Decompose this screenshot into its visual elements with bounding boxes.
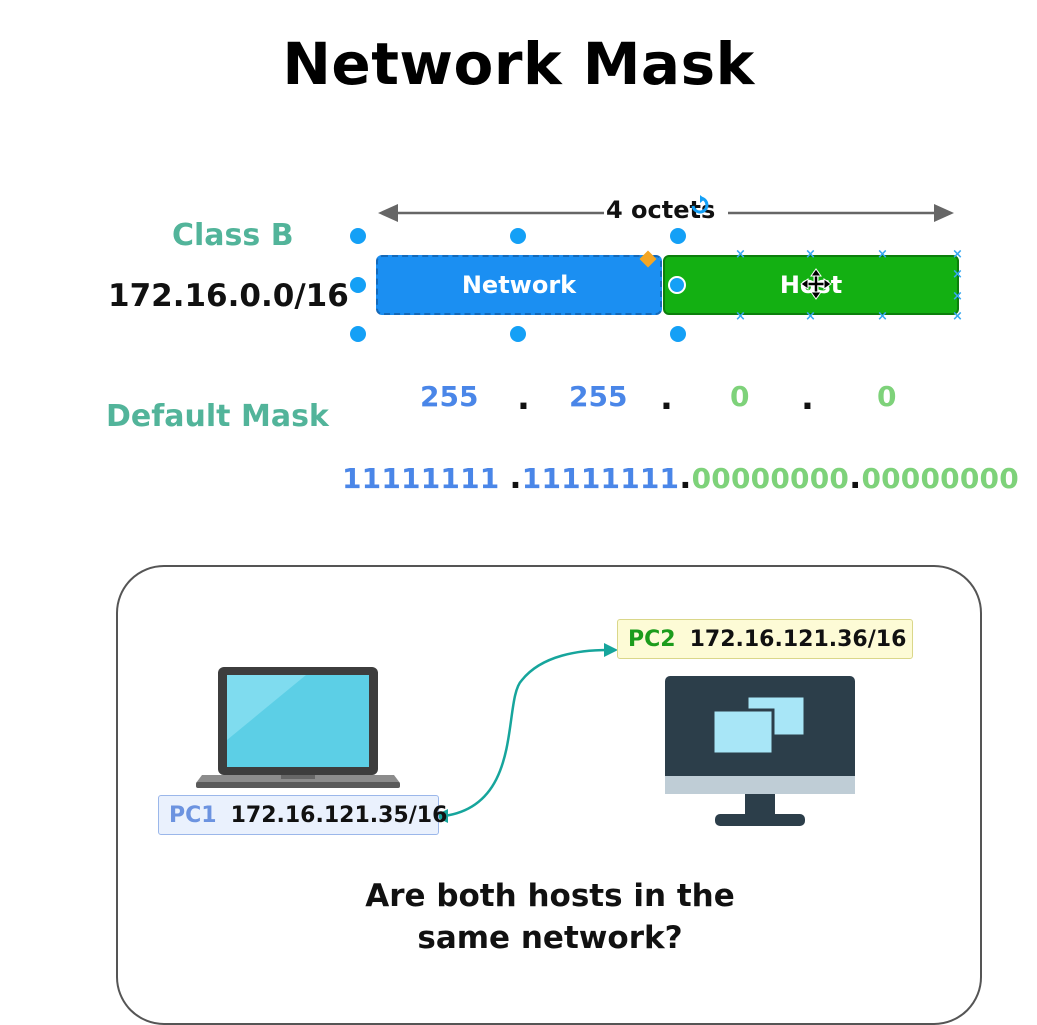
resize-handle-nw[interactable] — [350, 228, 366, 244]
snap-marker: × — [952, 309, 963, 324]
resize-handle-n[interactable] — [510, 228, 526, 244]
network-bar-label: Network — [461, 271, 577, 299]
mask-octet-3: 0 — [730, 380, 750, 413]
question-line-1: Are both hosts in the — [365, 878, 735, 914]
snap-marker: × — [877, 309, 888, 324]
default-mask-label: Default Mask — [106, 399, 329, 434]
snap-marker: × — [952, 247, 963, 262]
snap-marker: × — [952, 267, 963, 282]
snap-marker: × — [735, 309, 746, 324]
octets-span-arrow — [378, 204, 954, 222]
question-text: Are both hosts in the same network? — [300, 875, 800, 959]
page-title: Network Mask — [282, 30, 755, 98]
snap-marker: × — [952, 289, 963, 304]
pc1-ip: 172.16.121.35/16 — [230, 802, 448, 828]
mask-octet-1: 255 — [420, 380, 479, 413]
snap-marker: × — [805, 309, 816, 324]
resize-handle-se[interactable] — [670, 326, 686, 342]
pc1-name: PC1 — [169, 802, 217, 828]
mask-separator: . — [801, 378, 814, 418]
question-line-2: same network? — [417, 920, 683, 956]
resize-handle-s[interactable] — [510, 326, 526, 342]
binary-mask-row: 11111111 .11111111.00000000.00000000 — [342, 458, 1019, 496]
rotate-handle-icon[interactable] — [690, 195, 710, 219]
pc2-name: PC2 — [628, 626, 676, 652]
binary-separator: . — [679, 458, 692, 496]
address-label: 172.16.0.0/16 — [108, 278, 349, 314]
binary-octet-2: 11111111 — [521, 462, 680, 495]
laptop-icon — [196, 667, 400, 788]
snap-marker: × — [805, 247, 816, 262]
snap-marker: × — [877, 247, 888, 262]
pc1-label: PC1 172.16.121.35/16 — [158, 795, 447, 835]
network-portion-bar[interactable]: Network — [376, 255, 662, 315]
pc2-ip: 172.16.121.36/16 — [689, 626, 907, 652]
snap-marker: × — [735, 247, 746, 262]
binary-octet-3: 00000000 — [691, 462, 850, 495]
connection-arrow — [434, 643, 618, 823]
resize-handle-w[interactable] — [350, 277, 366, 293]
binary-separator: . — [849, 458, 862, 496]
mask-octet-4: 0 — [877, 380, 897, 413]
binary-octet-4: 00000000 — [861, 462, 1019, 495]
monitor-icon — [665, 676, 855, 826]
move-cursor-icon — [800, 268, 832, 300]
resize-handle-sw[interactable] — [350, 326, 366, 342]
mask-separator: . — [660, 378, 673, 418]
mask-separator: . — [517, 378, 530, 418]
class-label: Class B — [172, 218, 294, 253]
binary-octet-1: 11111111 — [342, 462, 500, 495]
connection-point-handle[interactable] — [668, 276, 686, 294]
pc2-label: PC2 172.16.121.36/16 — [617, 619, 913, 659]
mask-octet-2: 255 — [569, 380, 628, 413]
binary-separator: . — [509, 458, 522, 496]
resize-handle-ne[interactable] — [670, 228, 686, 244]
